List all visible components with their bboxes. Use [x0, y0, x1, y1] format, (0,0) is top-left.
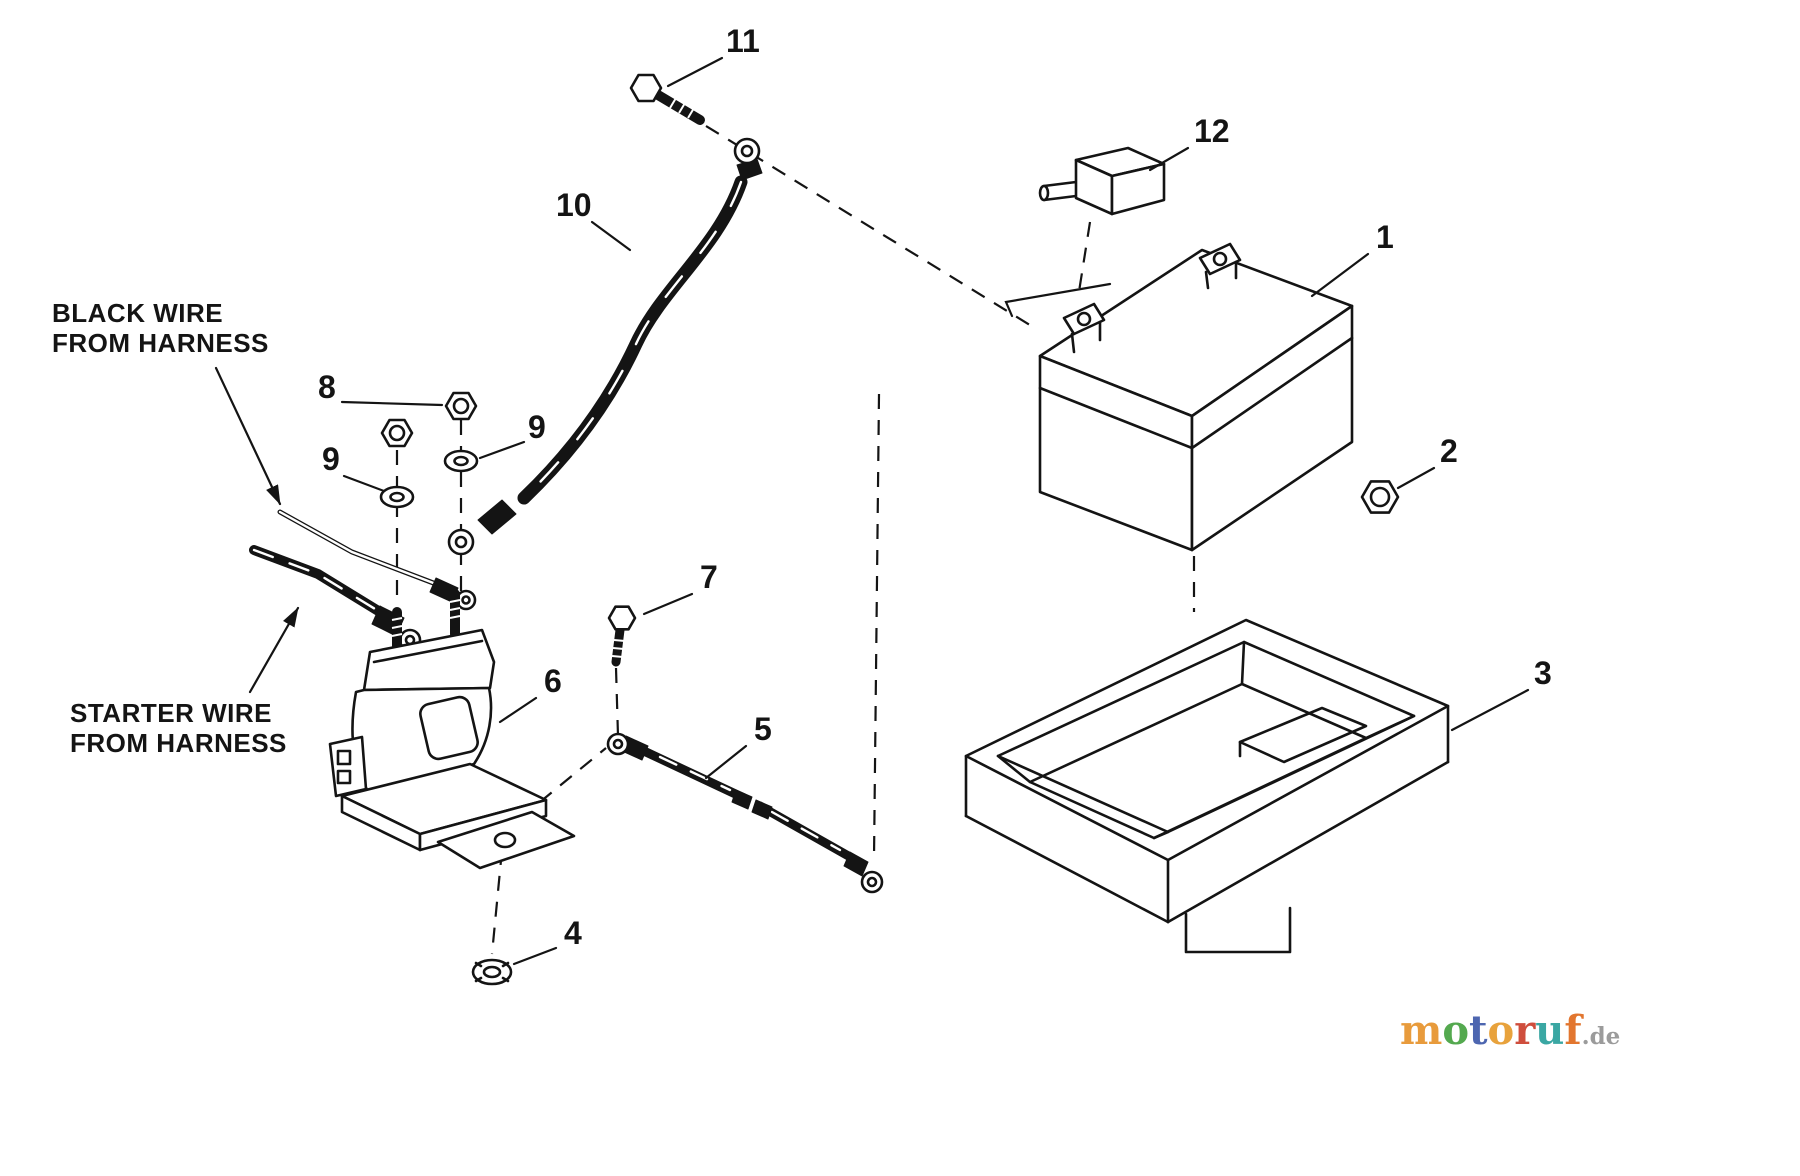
cable10-lower-crimp: [477, 499, 517, 535]
box-bottom-right-edge: [1166, 760, 1450, 924]
nut-8-right: [444, 391, 478, 421]
bolt-7: [607, 605, 637, 667]
battery-terminal-rear: [1198, 242, 1242, 290]
leader-lines: [340, 56, 1530, 966]
terminal-cover-side: [1110, 162, 1166, 216]
callout-7: 7: [700, 559, 718, 595]
cable5-joint-left: [731, 789, 753, 810]
dashed-solenoid-to-cable5: [539, 747, 607, 803]
starter-wire-arrow: [248, 606, 300, 694]
watermark-logo: motoruf.de: [1400, 1007, 1620, 1054]
washer-9-right: [443, 449, 479, 473]
watermark-letter: r: [1514, 1007, 1536, 1054]
terminal-cover: [1038, 146, 1166, 216]
callout-11: 11: [726, 23, 760, 59]
dashed-bolt7-to-cable5: [614, 667, 620, 737]
box-floor-wedge: [1238, 706, 1368, 764]
battery-box: [964, 618, 1450, 954]
callout-4: 4: [564, 915, 582, 951]
annotation-arrows: [214, 366, 300, 694]
assembly-dashed-lines: [395, 125, 1196, 955]
box-bottom-left-edge: [964, 814, 1170, 924]
box-foot: [1184, 906, 1292, 954]
cable5-right-crimp: [843, 851, 869, 877]
watermark-letter: o: [1442, 1007, 1469, 1054]
watermark-letter: u: [1535, 1007, 1564, 1054]
battery-terminal-front: [1062, 302, 1106, 354]
nut-8-left: [380, 418, 414, 448]
black-wire-arrow: [214, 366, 282, 506]
bolt7-head: [607, 605, 637, 631]
battery-seam-side: [1190, 336, 1354, 450]
watermark-letter: o: [1488, 1007, 1515, 1054]
ground-cable-5: [606, 732, 884, 894]
dashed-vertical-axis: [872, 393, 881, 859]
bolt11-shaft: [653, 90, 705, 125]
black-wire-label-line2: FROM HARNESS: [52, 328, 269, 358]
dashed-cover-to-terminal: [1076, 221, 1092, 299]
washer-9-left: [379, 485, 415, 509]
dashed-flange-to-washer4: [490, 849, 504, 955]
bolt11-head: [629, 73, 663, 103]
washer-4: [471, 958, 513, 986]
callout-3: 3: [1534, 655, 1552, 691]
battery: [1004, 242, 1354, 552]
callout-2: 2: [1440, 433, 1458, 469]
solenoid-mount-hole: [493, 831, 517, 849]
battery-holddown-rod: [1004, 282, 1112, 318]
battery-cable-10: [447, 137, 763, 556]
solenoid-window: [419, 695, 479, 761]
starter-wire-label-line2: FROM HARNESS: [70, 728, 287, 758]
box-outer-rim: [964, 618, 1450, 862]
callout-5: 5: [754, 711, 772, 747]
battery-seam-front: [1038, 386, 1194, 450]
nut-2: [1360, 480, 1400, 514]
watermark-letter: m: [1400, 1007, 1442, 1054]
callout-12: 12: [1194, 113, 1230, 149]
cable5-joint-right: [751, 799, 773, 820]
watermark-letter: f: [1564, 1007, 1584, 1054]
callout-1: 1: [1376, 219, 1394, 255]
terminal-cover-stub: [1038, 184, 1050, 202]
bolt-11: [629, 73, 705, 125]
solenoid: [328, 589, 576, 870]
starter-wire-label-line1: STARTER WIRE: [70, 698, 272, 728]
black-wire-label-line1: BLACK WIRE: [52, 298, 223, 328]
solenoid-connector-tab: [328, 735, 368, 798]
watermark-letter: t: [1469, 1007, 1488, 1054]
dashed-bolt11-to-battery: [705, 125, 1039, 331]
callout-9-left: 9: [322, 441, 340, 477]
callout-6: 6: [544, 663, 562, 699]
callout-8: 8: [318, 369, 336, 405]
harness-black-wire: [277, 509, 477, 611]
callout-9-right: 9: [528, 409, 546, 445]
callout-10: 10: [556, 187, 592, 223]
watermark-suffix: .de: [1582, 1023, 1621, 1050]
